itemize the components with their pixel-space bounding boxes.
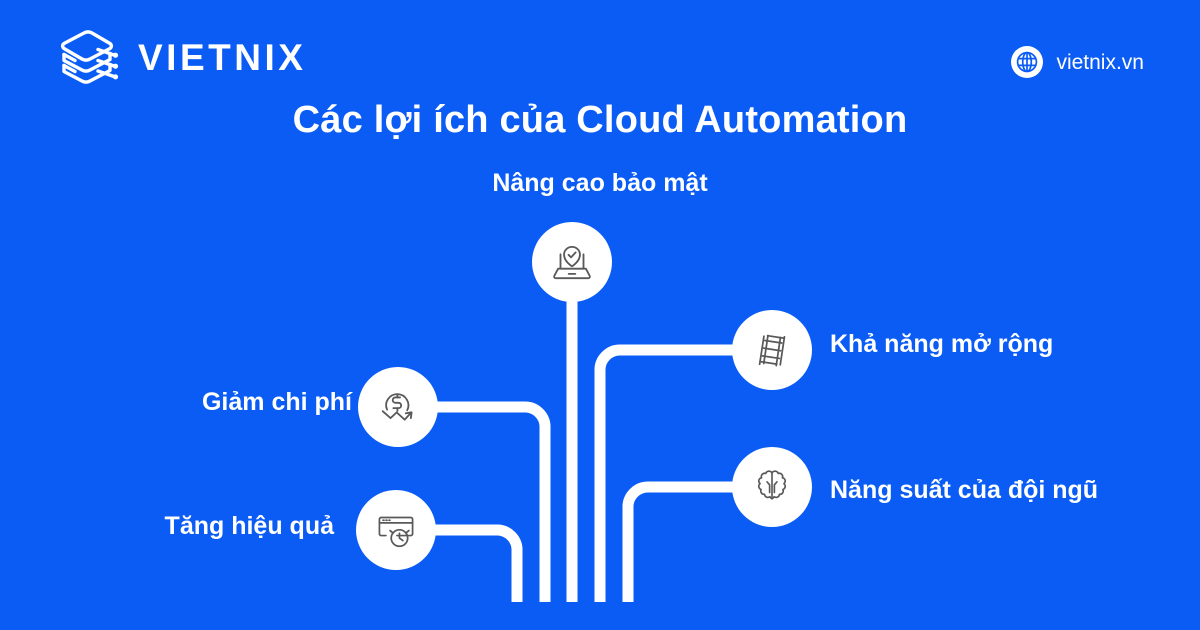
brand-name: VIETNIX [138,36,307,78]
browser-clock-icon [378,516,414,548]
dollar-down-arrow-icon [381,393,413,421]
label-efficiency: Tăng hiệu quả [164,512,334,540]
globe-icon [1011,46,1044,78]
label-productivity: Năng suất của đội ngũ [830,476,1099,504]
node-productivity[interactable] [732,447,812,527]
node-scalability[interactable] [732,310,812,390]
node-efficiency[interactable] [356,490,436,570]
brain-icon [757,470,787,500]
node-cost[interactable] [358,367,438,447]
laptop-shield-check-icon [553,245,591,280]
site-url-badge[interactable]: vietnix.vn [1011,46,1144,78]
vietnix-stacked-layers-logo-icon [61,30,119,84]
node-security[interactable] [532,222,612,302]
pipe-scalability [594,344,772,602]
ladder-icon [758,334,786,367]
page-title: Các lợi ích của Cloud Automation [292,99,908,141]
label-security: Nâng cao bảo mật [492,169,708,197]
pipe-productivity [622,481,772,602]
site-url-text: vietnix.vn [1056,50,1144,74]
pipe-cost [402,401,551,602]
brand-logo: VIETNIX [58,26,306,88]
pipe-efficiency [400,524,523,602]
label-scalability: Khả năng mở rộng [830,330,1054,358]
label-cost: Giảm chi phí [201,388,352,416]
